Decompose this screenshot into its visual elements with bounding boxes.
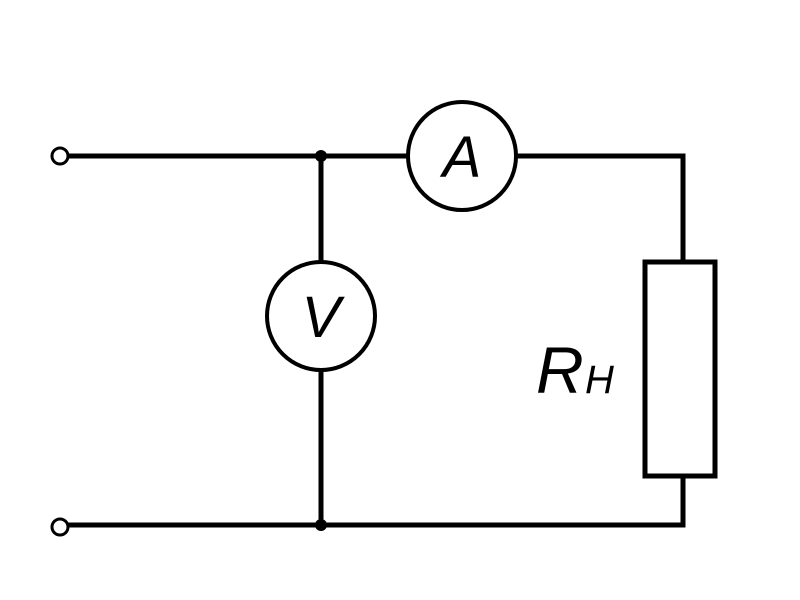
resistor-label-subscript: H (585, 358, 614, 402)
voltmeter-circle (265, 260, 377, 372)
load-resistor (642, 259, 718, 479)
input-terminal-bottom (50, 517, 70, 537)
ammeter: A (406, 100, 518, 212)
resistor-body (642, 259, 718, 479)
voltmeter: V (265, 260, 377, 372)
input-terminal-top (50, 146, 70, 166)
ammeter-label: A (440, 125, 482, 190)
ammeter-circle (406, 100, 518, 212)
junction-top (315, 150, 327, 162)
resistor-label-main: R (536, 333, 584, 407)
junction-bottom (315, 519, 327, 531)
resistor-label: R H (536, 333, 614, 407)
voltmeter-label: V (302, 285, 346, 350)
